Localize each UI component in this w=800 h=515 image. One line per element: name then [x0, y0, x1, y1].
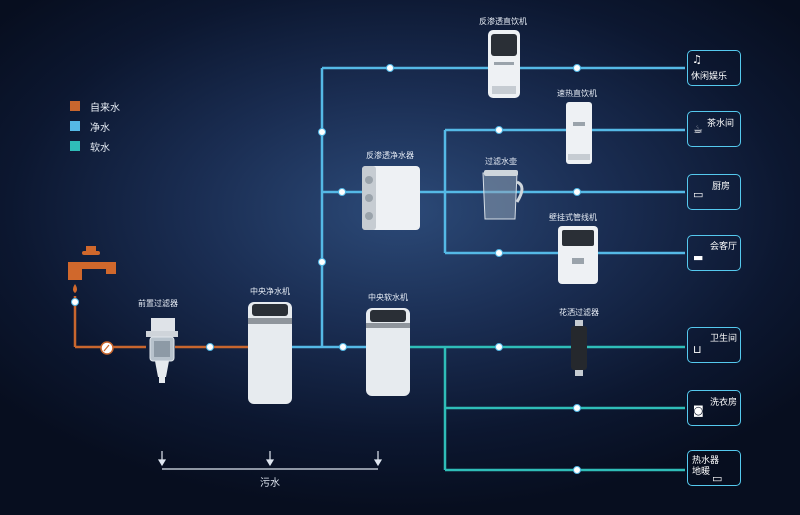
legend: 自来水 净水 软水	[70, 96, 120, 156]
instant-heater-device	[566, 102, 592, 164]
ro-dispenser-label: 反渗透直饮机	[479, 17, 527, 26]
filter-kettle-device	[482, 170, 524, 220]
room-label: 地暖	[692, 467, 711, 477]
wall-pipeline-device	[558, 226, 598, 284]
filter-kettle-label: 过滤水壶	[485, 157, 517, 166]
room-leisure: ♫ 休闲娱乐	[687, 50, 741, 86]
bathtub-icon: ⊔	[693, 343, 702, 356]
room-label: 休闲娱乐	[691, 72, 728, 82]
room-laundry: ◙ 洗衣房	[687, 390, 741, 426]
soft-water-pipes	[408, 345, 685, 472]
legend-item-soft-water: 软水	[70, 136, 120, 156]
entertainment-icon: ♫	[692, 53, 702, 66]
room-label: 茶水间	[707, 119, 735, 129]
room-bathroom: ⊔ 卫生间	[687, 327, 741, 363]
room-label: 卫生间	[710, 334, 738, 344]
sewage-line	[157, 451, 383, 470]
faucet-icon	[68, 246, 116, 293]
heater-icon: ▭	[712, 472, 723, 485]
soft-water-swatch	[70, 141, 80, 151]
stove-icon: ▭	[693, 188, 704, 201]
room-tea: ☕ 茶水间	[687, 111, 741, 147]
central-purifier-label: 中央净水机	[250, 287, 290, 296]
central-softener-label: 中央软水机	[368, 293, 408, 302]
sewage-label: 污水	[260, 478, 280, 489]
central-softener-device	[366, 308, 410, 396]
room-label: 洗衣房	[710, 398, 738, 408]
ro-dispenser-device	[488, 30, 520, 98]
tap-water-swatch	[70, 101, 80, 111]
room-kitchen: ▭ 厨房	[687, 174, 741, 210]
shower-filter-device	[571, 320, 587, 376]
pure-water-swatch	[70, 121, 80, 131]
pre-filter-device	[146, 318, 178, 383]
room-label: 热水器	[692, 456, 720, 466]
room-label: 厨房	[712, 182, 731, 192]
legend-label: 净水	[90, 122, 110, 134]
valve-nodes	[71, 64, 581, 474]
legend-item-pure-water: 净水	[70, 116, 120, 136]
pre-filter-label: 前置过滤器	[138, 299, 178, 308]
teapot-icon: ☕	[693, 123, 703, 136]
pressure-gauge-icon	[100, 341, 114, 355]
legend-label: 软水	[90, 142, 110, 154]
ro-purifier-label: 反渗透净水器	[366, 151, 414, 160]
ro-purifier-device	[362, 166, 420, 230]
washing-machine-icon: ◙	[693, 404, 704, 417]
room-living: ▬ 会客厅	[687, 235, 741, 271]
instant-heater-label: 速热直饮机	[557, 89, 597, 98]
legend-item-tap-water: 自来水	[70, 96, 120, 116]
wall-pipeline-label: 壁挂式管线机	[549, 213, 597, 222]
legend-label: 自来水	[90, 102, 120, 114]
sofa-icon: ▬	[693, 251, 704, 264]
room-label: 会客厅	[710, 242, 738, 252]
central-purifier-device	[248, 302, 292, 404]
room-water-heater: 热水器 地暖 ▭	[687, 450, 741, 486]
shower-filter-label: 花洒过滤器	[559, 308, 599, 317]
